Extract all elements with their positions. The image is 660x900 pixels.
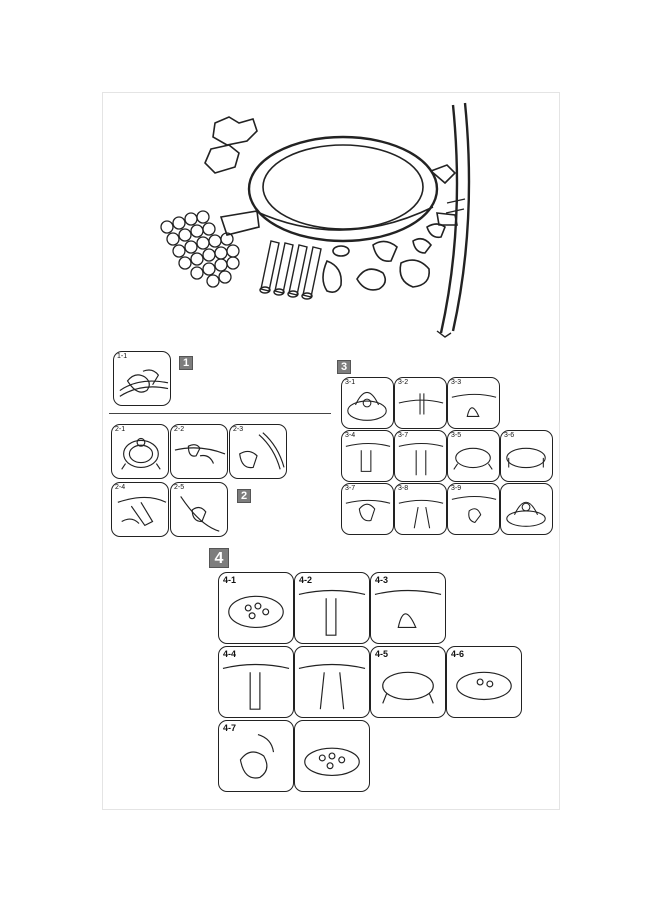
panel-label: 2-1 [115,426,126,433]
panel-label: 4-7 [223,723,237,733]
step-3-1-panel: 3-1 [341,377,394,429]
panel-label: 3-2 [398,379,409,386]
panel-label: 4-5 [375,649,389,659]
step-2-1-panel: 2-1 [111,424,169,479]
step-2-2-panel: 2-2 [170,424,228,479]
step-4-7-panel: 4-7 [218,720,294,792]
step-4-1-panel: 4-1 [218,572,294,644]
step-4-3-panel: 4-3 [370,572,446,644]
step-3-9-panel: 3-9 [447,483,500,535]
panel-label: 3-1 [345,379,356,386]
panel-label: 3-4 [345,432,356,439]
step-3-4-panel: 3-4 [341,430,394,482]
balls-cluster [160,210,240,288]
step-4-4-panel: 4-4 [218,646,294,718]
panel-label: 4-1 [223,575,237,585]
step-4-4b-panel [294,646,370,718]
step-1-badge: 1 [179,356,193,370]
parts-overview-illustration [160,102,471,338]
step-2-badge: 2 [237,489,251,503]
panel-label: 1-1 [117,353,128,360]
panel-label: 3-3 [451,379,462,386]
panel-label: 4-4 [223,649,237,659]
step-3-7-panel: 3-7 [341,483,394,535]
step-3-final-panel [500,483,553,535]
panel-label: 3-9 [451,485,462,492]
step-4-final-panel [294,720,370,792]
panel-label: 3-5 [451,432,462,439]
step-3-2-panel: 3-2 [394,377,447,429]
panel-label: 4-3 [375,575,389,585]
step-1-1-panel: 1-1 [113,351,171,406]
step-4-5-panel: 4-5 [370,646,446,718]
step-3-5-panel: 3-5 [447,430,500,482]
panel-label: 2-5 [174,484,185,491]
panel-label: 3-7 [345,485,356,492]
panel-label: 3-6 [504,432,515,439]
step-3-badge: 3 [337,360,351,374]
step-3-3-panel: 3-3 [447,377,500,429]
panel-label: 3-8 [398,485,409,492]
panel-label: 2-3 [233,426,244,433]
tube-parts [259,240,322,300]
instruction-sheet: 1-1 1 2-1 2-2 2-3 2-4 [102,92,560,810]
step-3-7b-panel: 3-7 [394,430,447,482]
panel-label: 4-6 [451,649,465,659]
panel-label: 4-2 [299,575,313,585]
panel-label: 2-4 [115,484,126,491]
panel-label: 2-2 [174,426,185,433]
section-divider [109,413,331,414]
step-2-3-panel: 2-3 [229,424,287,479]
step-2-4-panel: 2-4 [111,482,169,537]
step-3-8-panel: 3-8 [394,483,447,535]
step-4-6-panel: 4-6 [446,646,522,718]
step-4-badge: 4 [209,548,229,568]
step-3-6-panel: 3-6 [500,430,553,482]
panel-label: 3-7 [398,432,409,439]
step-2-5-panel: 2-5 [170,482,228,537]
step-4-2-panel: 4-2 [294,572,370,644]
